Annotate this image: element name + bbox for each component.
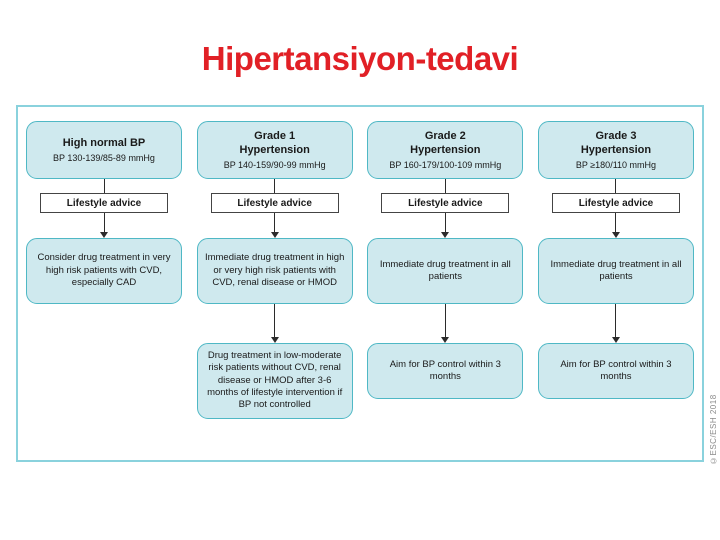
header-box-grade-2: Grade 2 Hypertension BP 160-179/100-109 … <box>367 121 524 179</box>
treatment-box: Consider drug treatment in very high ris… <box>26 238 182 304</box>
header-bp-range: BP 130-139/85-89 mmHg <box>53 152 155 163</box>
header-bp-range: BP ≥180/110 mmHg <box>575 159 657 170</box>
treatment-box: Immediate drug treatment in all patients <box>367 238 524 304</box>
arrowhead-icon <box>441 337 450 343</box>
lifestyle-advice-box: Lifestyle advice <box>381 193 510 213</box>
header-title: High normal BP <box>62 137 146 150</box>
arrowhead-icon <box>270 232 279 238</box>
connector-line <box>615 179 617 193</box>
arrowhead-icon <box>441 232 450 238</box>
column-high-normal-bp: High normal BP BP 130-139/85-89 mmHg Lif… <box>26 121 182 450</box>
followup-box: Aim for BP control within 3 months <box>537 343 694 399</box>
arrowhead-icon <box>611 337 620 343</box>
arrowhead-icon <box>611 232 620 238</box>
header-bp-range: BP 160-179/100-109 mmHg <box>389 159 502 170</box>
connector-line <box>274 179 276 193</box>
header-title: Grade 1 Hypertension <box>239 130 310 156</box>
treatment-box: Immediate drug treatment in high or very… <box>196 238 353 304</box>
followup-box: Drug treatment in low-moderate risk pati… <box>196 343 353 419</box>
down-arrow <box>441 304 450 343</box>
flowchart-frame: High normal BP BP 130-139/85-89 mmHg Lif… <box>16 105 704 462</box>
header-title: Grade 2 Hypertension <box>410 130 481 156</box>
copyright-label: ©ESC/ESH 2018 <box>709 394 718 465</box>
lifestyle-advice-box: Lifestyle advice <box>551 193 680 213</box>
treatment-box: Immediate drug treatment in all patients <box>537 238 694 304</box>
connector-line <box>103 179 105 193</box>
header-box-high-normal: High normal BP BP 130-139/85-89 mmHg <box>26 121 182 179</box>
down-arrow <box>270 304 279 343</box>
down-arrow <box>100 213 108 238</box>
header-bp-range: BP 140-159/90-99 mmHg <box>223 159 326 170</box>
down-arrow <box>611 304 620 343</box>
arrowhead-icon <box>270 337 279 343</box>
down-arrow <box>611 213 620 238</box>
lifestyle-advice-box: Lifestyle advice <box>210 193 339 213</box>
followup-box: Aim for BP control within 3 months <box>367 343 524 399</box>
down-arrow <box>441 213 450 238</box>
arrowhead-icon <box>100 232 108 238</box>
lifestyle-advice-box: Lifestyle advice <box>40 193 168 213</box>
header-title: Grade 3 Hypertension <box>580 130 652 156</box>
column-grade-2: Grade 2 Hypertension BP 160-179/100-109 … <box>367 121 524 450</box>
page-title: Hipertansiyon-tedavi <box>201 40 519 77</box>
column-grade-1: Grade 1 Hypertension BP 140-159/90-99 mm… <box>196 121 353 450</box>
header-box-grade-1: Grade 1 Hypertension BP 140-159/90-99 mm… <box>196 121 353 179</box>
down-arrow <box>270 213 279 238</box>
header-box-grade-3: Grade 3 Hypertension BP ≥180/110 mmHg <box>537 121 694 179</box>
column-grade-3: Grade 3 Hypertension BP ≥180/110 mmHg Li… <box>537 121 694 450</box>
connector-line <box>444 179 446 193</box>
